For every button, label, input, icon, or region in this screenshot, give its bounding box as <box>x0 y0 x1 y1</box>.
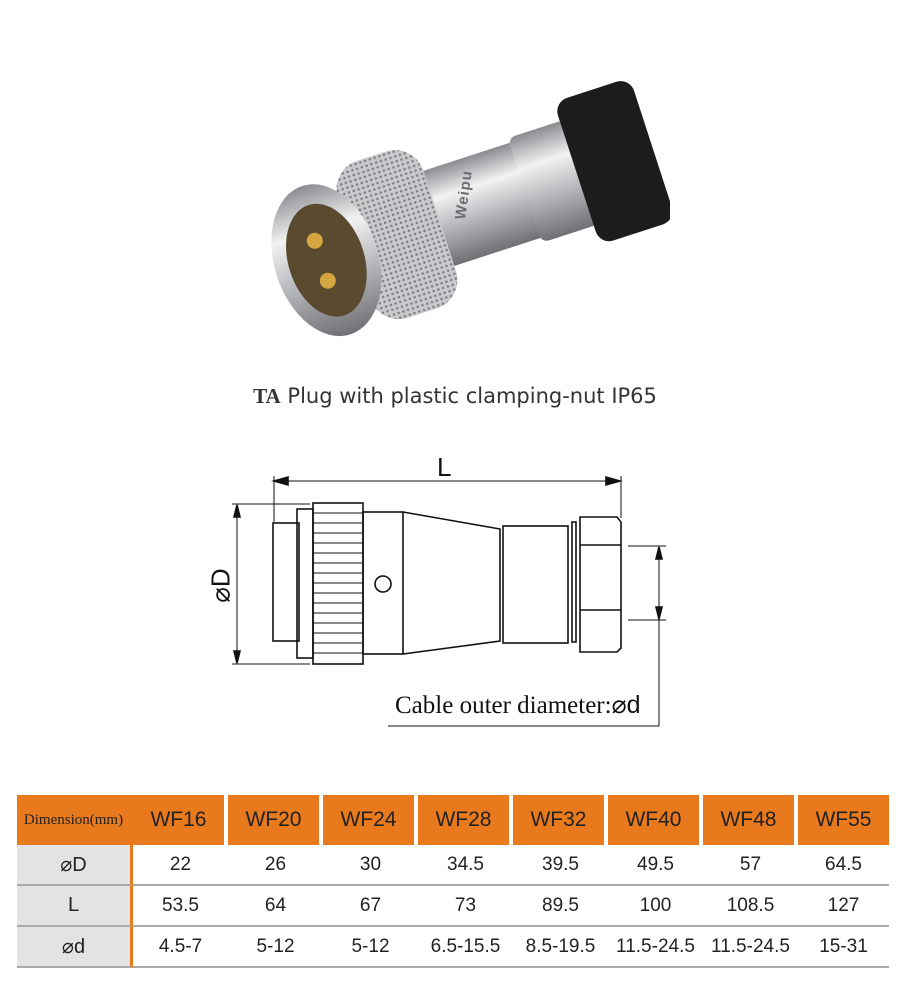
cable-label-text: Cable outer diameter: <box>395 692 612 719</box>
table-cell: 4.5-7 <box>133 927 228 968</box>
table-cell: 34.5 <box>418 845 513 886</box>
table-cell: 57 <box>703 845 798 886</box>
table-cell: 73 <box>418 886 513 927</box>
table-cell: 127 <box>798 886 889 927</box>
model-header: WF55 <box>798 795 889 845</box>
length-label: L <box>437 452 452 482</box>
table-cell: 53.5 <box>133 886 228 927</box>
table-cell: 8.5-19.5 <box>513 927 608 968</box>
row-header: L <box>17 886 133 927</box>
product-caption: TA Plug with plastic clamping-nut IP65 <box>0 384 910 409</box>
table-header-row: Dimension(mm) WF16 WF20 WF24 WF28 WF32 W… <box>17 795 889 845</box>
cable-diameter-label: Cable outer diameter:⌀d <box>395 690 641 720</box>
table-cell: 22 <box>133 845 228 886</box>
model-header: WF28 <box>418 795 513 845</box>
table-cell: 5-12 <box>228 927 323 968</box>
table-cell: 11.5-24.5 <box>608 927 703 968</box>
table-row: ⌀d 4.5-7 5-12 5-12 6.5-15.5 8.5-19.5 11.… <box>17 927 889 968</box>
product-code: TA <box>253 384 281 408</box>
dimension-table: Dimension(mm) WF16 WF20 WF24 WF28 WF32 W… <box>17 795 889 968</box>
table-cell: 108.5 <box>703 886 798 927</box>
row-header: ⌀d <box>17 927 133 968</box>
table-cell: 11.5-24.5 <box>703 927 798 968</box>
brand-marking: Weipu <box>452 169 476 221</box>
corner-header: Dimension(mm) <box>17 795 133 845</box>
table-cell: 49.5 <box>608 845 703 886</box>
diameter-label: ⌀D <box>205 568 236 603</box>
table-cell: 5-12 <box>323 927 418 968</box>
model-header: WF20 <box>228 795 323 845</box>
cable-symbol: ⌀d <box>611 691 641 719</box>
table-cell: 39.5 <box>513 845 608 886</box>
dimension-drawing <box>232 475 666 727</box>
table-row: ⌀D 22 26 30 34.5 39.5 49.5 57 64.5 <box>17 845 889 886</box>
table-cell: 64 <box>228 886 323 927</box>
table-cell: 26 <box>228 845 323 886</box>
table-cell: 67 <box>323 886 418 927</box>
model-header: WF48 <box>703 795 798 845</box>
table-cell: 100 <box>608 886 703 927</box>
model-header: WF40 <box>608 795 703 845</box>
table-cell: 6.5-15.5 <box>418 927 513 968</box>
model-header: WF16 <box>133 795 228 845</box>
connector-photo: Weipu <box>271 81 670 337</box>
model-header: WF24 <box>323 795 418 845</box>
table-cell: 89.5 <box>513 886 608 927</box>
table-cell: 64.5 <box>798 845 889 886</box>
table-cell: 30 <box>323 845 418 886</box>
row-header: ⌀D <box>17 845 133 886</box>
product-description: Plug with plastic clamping-nut IP65 <box>287 384 657 408</box>
model-header: WF32 <box>513 795 608 845</box>
table-row: L 53.5 64 67 73 89.5 100 108.5 127 <box>17 886 889 927</box>
table-cell: 15-31 <box>798 927 889 968</box>
